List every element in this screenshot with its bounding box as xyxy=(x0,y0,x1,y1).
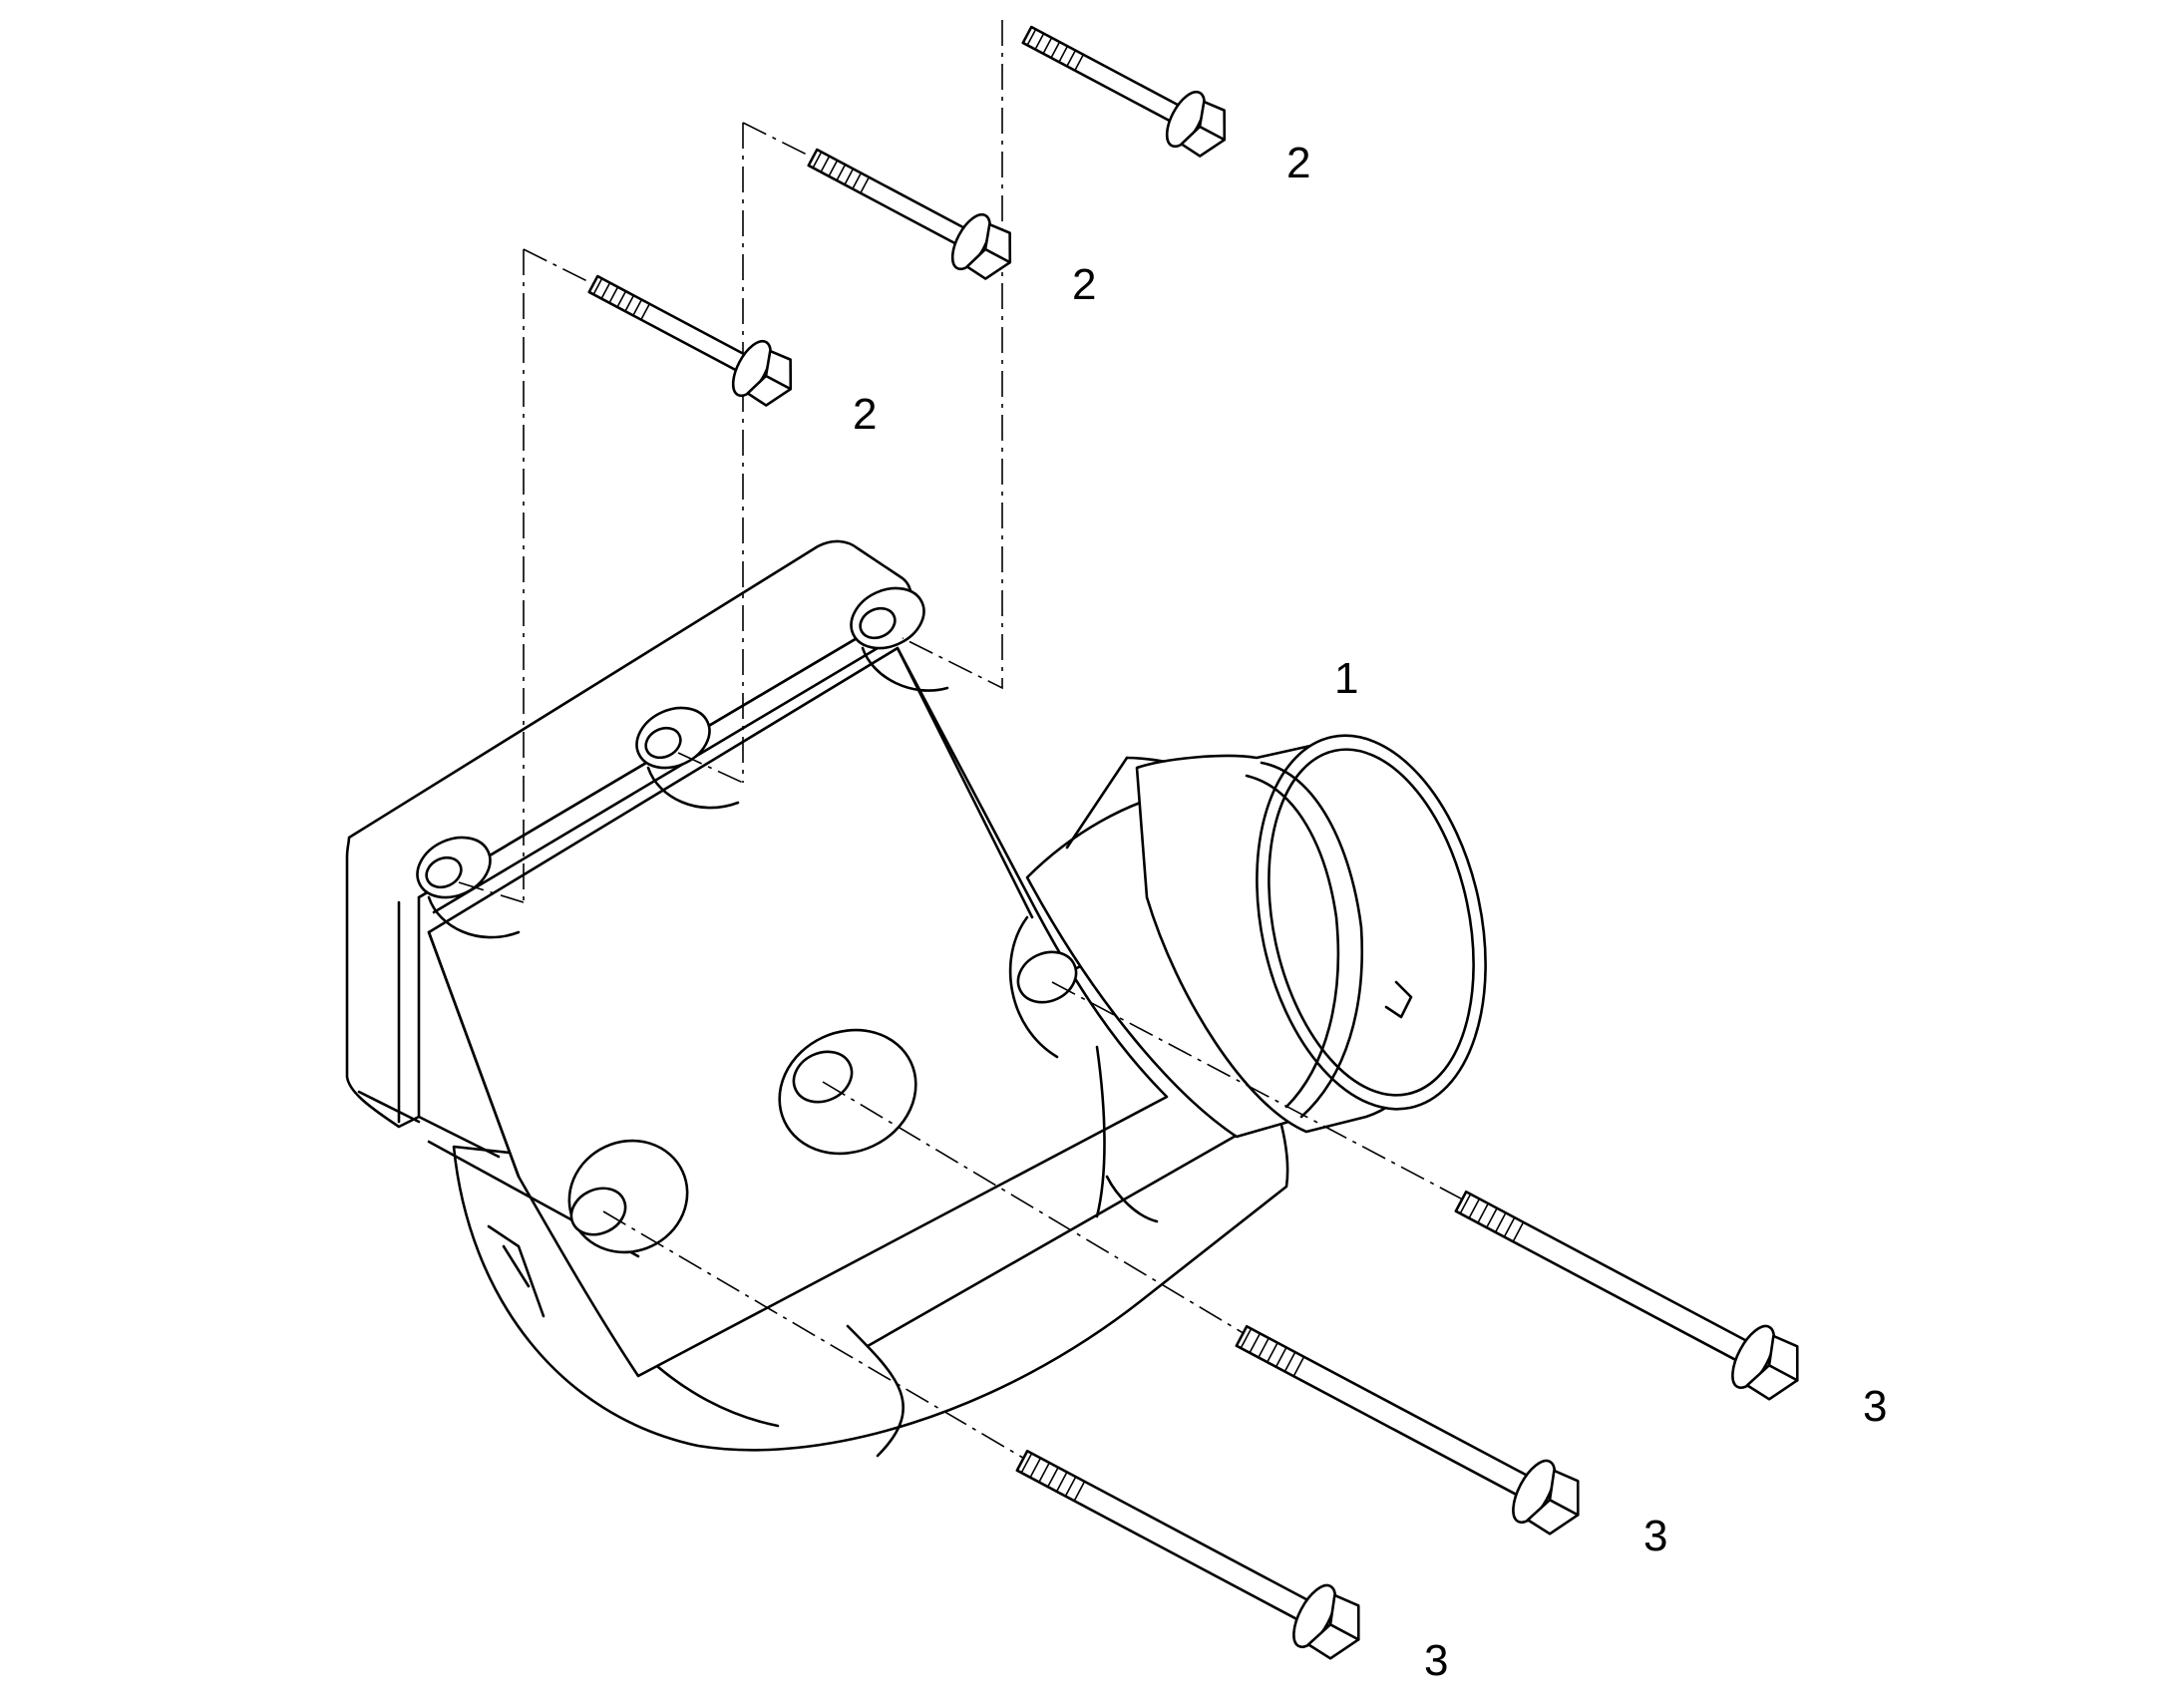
callout-bolt-2-upper: 2 xyxy=(1286,139,1310,187)
callout-bolt-3-left: 3 xyxy=(1424,1636,1448,1685)
bolt-2-upper xyxy=(1021,25,1227,158)
bolt-2-middle xyxy=(807,148,1012,280)
callout-bolt-3-right: 3 xyxy=(1863,1382,1887,1431)
bolt-3-right xyxy=(1454,1190,1799,1401)
thermostat-housing xyxy=(345,539,1487,1458)
callout-bolt-2-middle: 2 xyxy=(1072,260,1096,309)
bolt-3-middle xyxy=(1235,1324,1580,1536)
callout-bolt-2-lower: 2 xyxy=(853,390,877,439)
callout-bolt-3-middle: 3 xyxy=(1643,1512,1667,1560)
bolt-3-left xyxy=(1015,1449,1360,1660)
bolt-2-lower xyxy=(587,274,793,407)
callout-part-1: 1 xyxy=(1334,654,1358,703)
